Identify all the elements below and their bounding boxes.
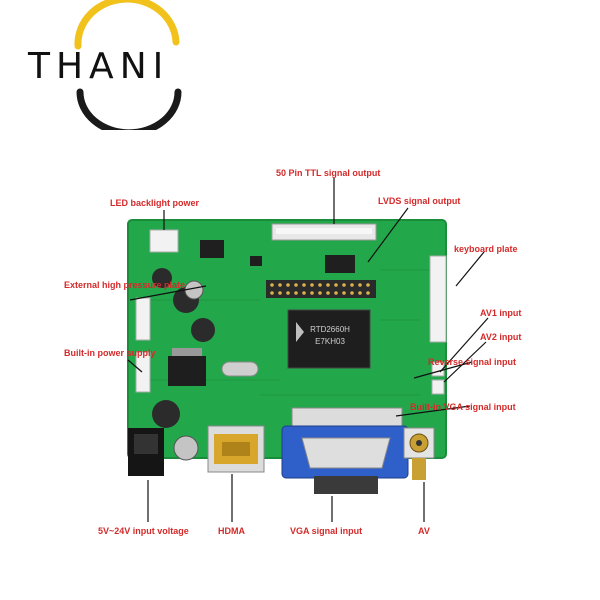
label-led-backlight: LED backlight power xyxy=(110,198,200,208)
label-builtin-vga-input: Built-in VGA signal input xyxy=(410,402,516,412)
label-av: AV xyxy=(418,526,430,536)
label-lvds-output: LVDS signal output xyxy=(378,196,461,206)
label-av2-input: AV2 input xyxy=(480,332,522,342)
label-reverse-input: Reverse signal input xyxy=(428,357,517,367)
label-ttl-output: 50 Pin TTL signal output xyxy=(276,168,381,178)
label-input-voltage: 5V~24V input voltage xyxy=(98,526,189,536)
label-external-high-pressure: External high pressure plate xyxy=(64,280,186,290)
label-av1-input: AV1 input xyxy=(480,308,522,318)
brand-name: THANI xyxy=(28,46,170,87)
label-hdma: HDMA xyxy=(218,526,245,536)
chip-marking-line2: E7KH03 xyxy=(315,337,345,346)
label-vga-input: VGA signal input xyxy=(290,526,363,536)
label-keyboard-plate: keyboard plate xyxy=(454,244,518,254)
chip-marking-line1: RTD2660H xyxy=(310,325,350,334)
label-builtin-power: Built-in power supply xyxy=(64,348,156,358)
